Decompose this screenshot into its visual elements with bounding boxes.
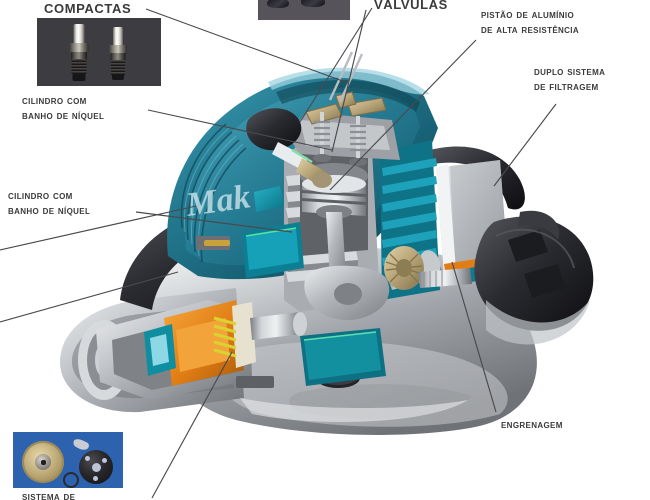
rotor-hole-c	[93, 476, 98, 481]
label-pistao-aluminio: Pistão de alumínio de alta resistência	[481, 9, 579, 36]
o-ring	[63, 472, 79, 488]
gear-system-photo	[13, 432, 123, 488]
muffler-part	[474, 210, 594, 331]
valve-left-head	[267, 0, 289, 8]
rotor-bore	[92, 463, 101, 472]
label-sistema-de: Sistema de	[22, 491, 76, 500]
rotor-hole-b	[102, 458, 107, 463]
spark-plug-right	[103, 27, 133, 81]
label-compactas: COMPACTAS	[44, 1, 132, 16]
label-duplo-filtragem: Duplo sistema de filtragem	[534, 66, 606, 93]
spark-plug-left	[63, 24, 95, 82]
valves-photo	[258, 0, 350, 20]
timing-gear-part	[384, 246, 424, 290]
pawl-part	[71, 436, 91, 453]
spark-plugs-photo	[37, 18, 161, 86]
label-cilindro-niquel-2: Cilindro com banho de níquel	[8, 190, 91, 217]
label-cilindro-niquel-1: Cilindro com banho de níquel	[22, 95, 105, 122]
rotor-hole-a	[85, 456, 90, 461]
label-valvulas: VÁLVULAS	[374, 0, 448, 12]
label-engrenagem: Engrenagem	[501, 419, 563, 431]
valve-right-head	[301, 0, 325, 7]
gear-bore	[41, 460, 46, 465]
